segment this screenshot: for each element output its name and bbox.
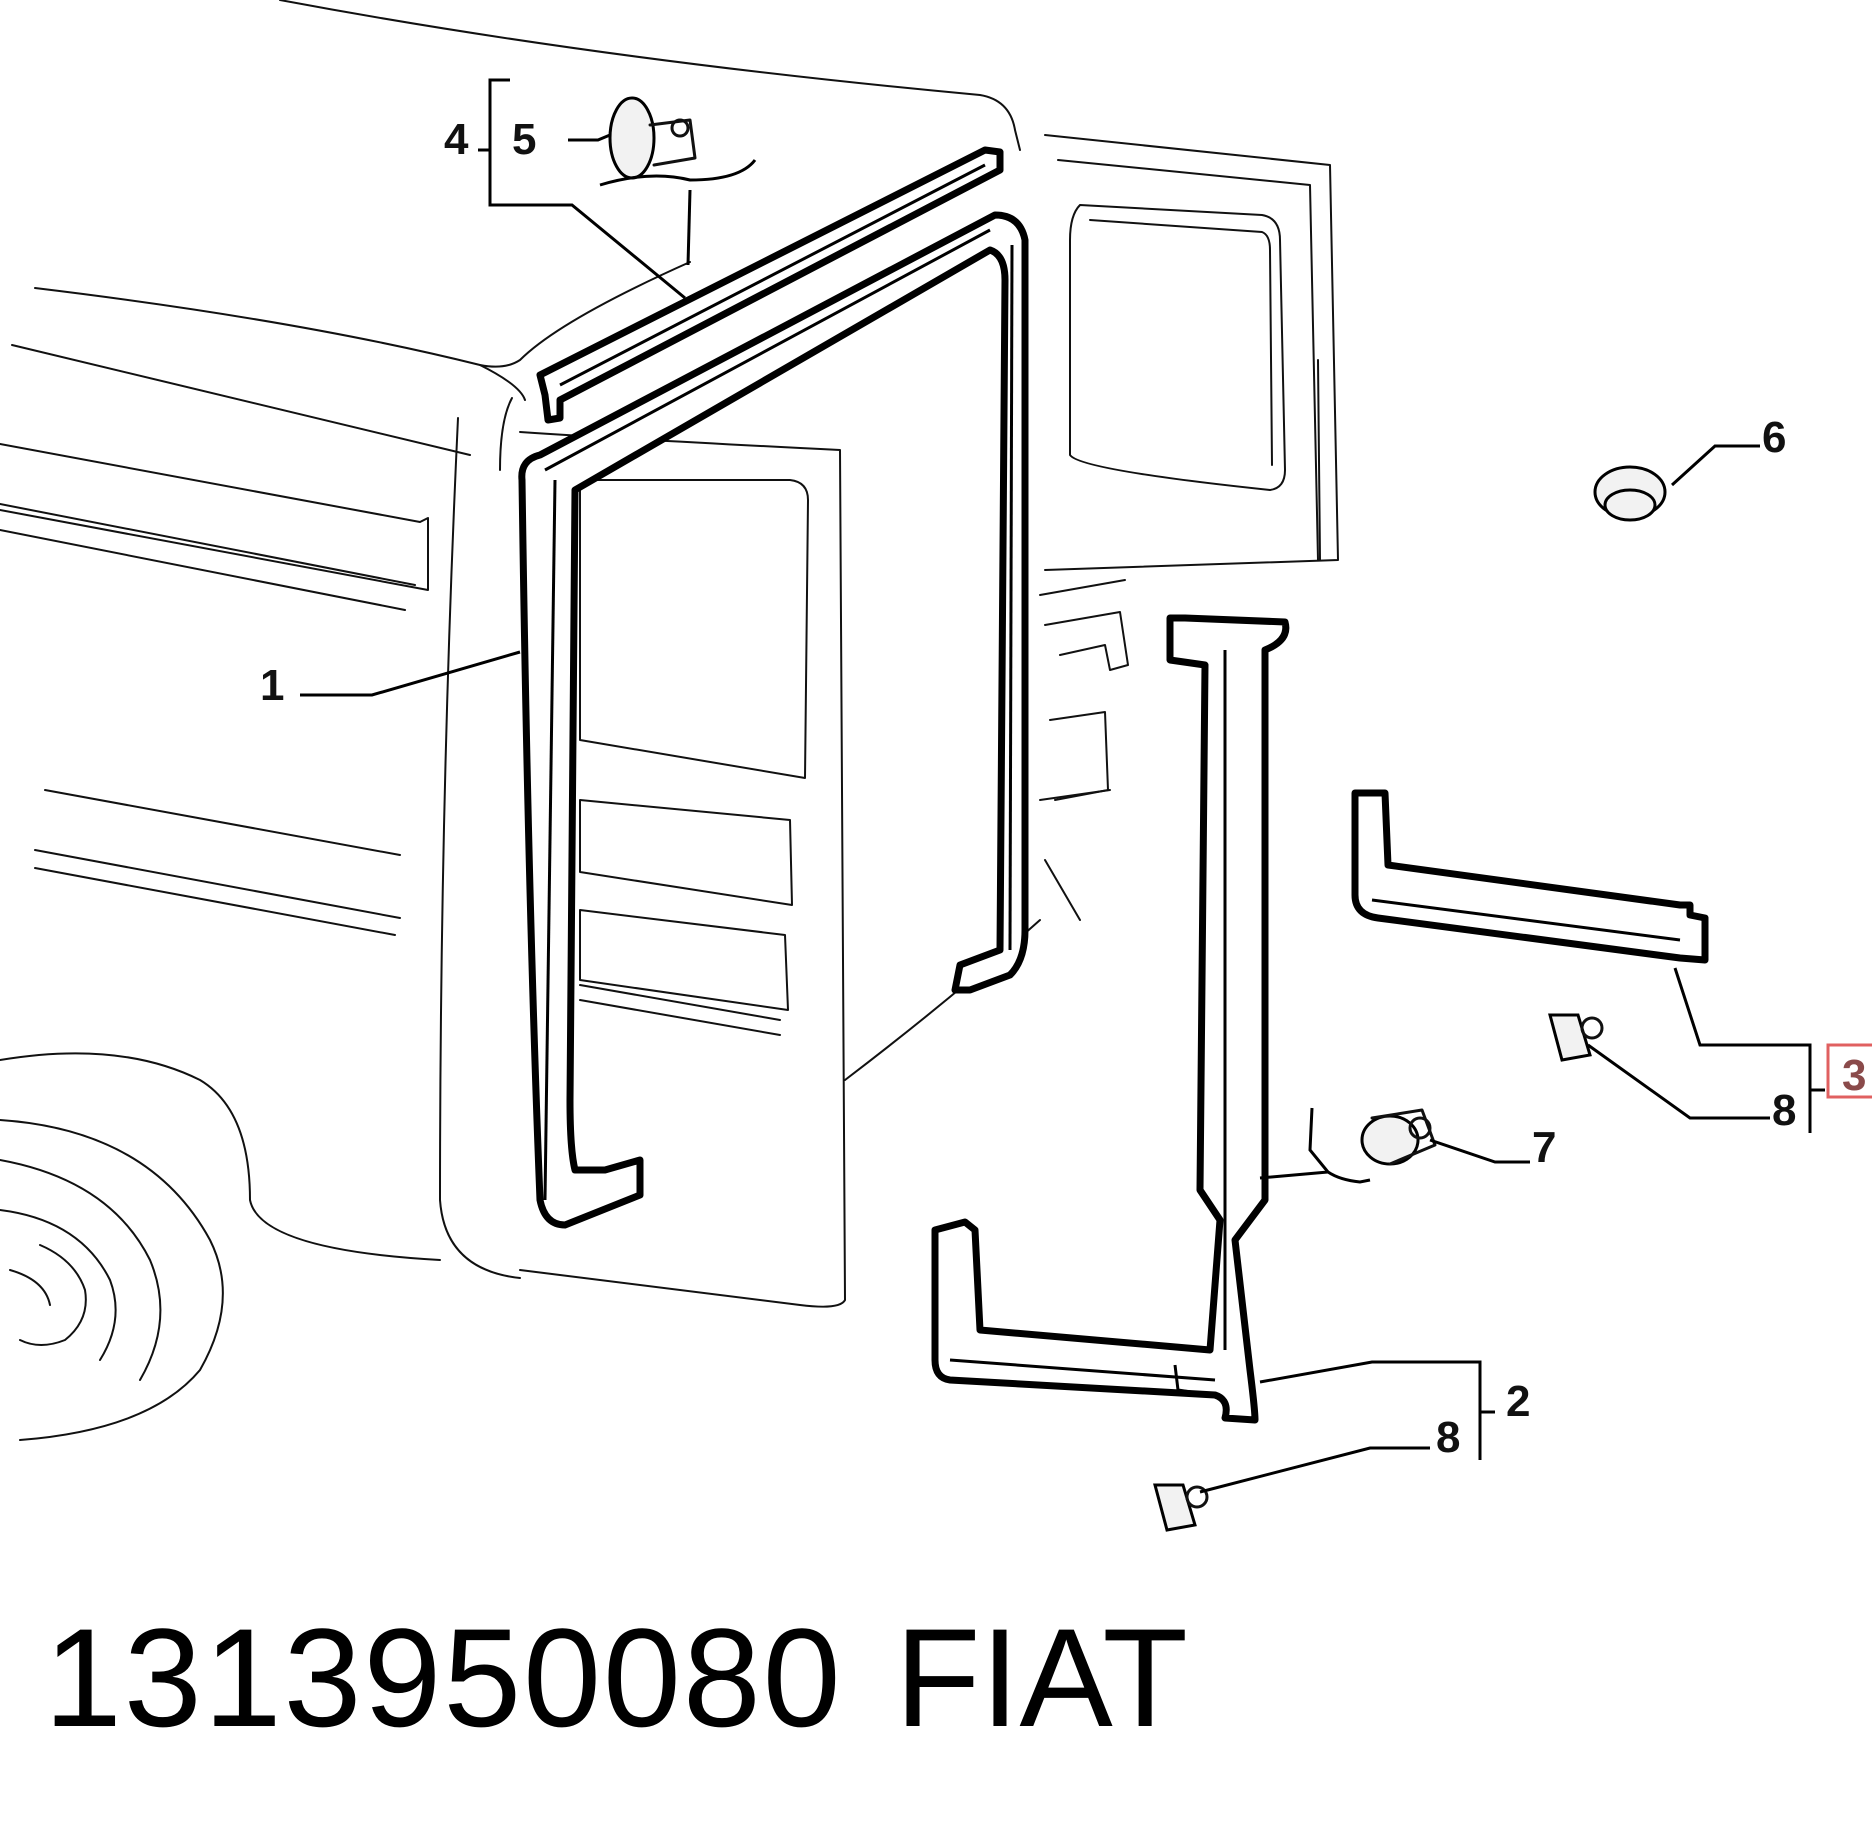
part-8-clip-upper [1548,1013,1604,1062]
part-6-plug [1593,465,1667,522]
callout-5: 5 [512,115,536,164]
part-4-top-seal [536,146,1004,424]
callout-8-lower: 8 [1436,1413,1460,1462]
leader-lines [300,78,1825,1494]
callout-1: 1 [260,661,284,710]
part-3-sill-seal [1351,789,1709,964]
van-body-outline [0,0,1339,1441]
callout-6: 6 [1762,413,1786,462]
highlight-box [1826,1043,1872,1099]
callout-2: 2 [1506,1377,1530,1426]
maker-caption: FIAT [895,1599,1188,1756]
part-1-frame-seal [518,211,1029,1229]
part-7-grommet [1360,1108,1437,1166]
callout-7: 7 [1532,1123,1556,1172]
part-8-clip-lower [1153,1483,1209,1532]
part-5-clip [608,96,697,180]
part-2-rear-seal [931,614,1290,1424]
callout-8-upper: 8 [1772,1086,1796,1135]
callout-3: 3 [1842,1051,1866,1100]
part-number-caption: 1313950080 [44,1599,843,1756]
callout-4: 4 [444,115,469,164]
